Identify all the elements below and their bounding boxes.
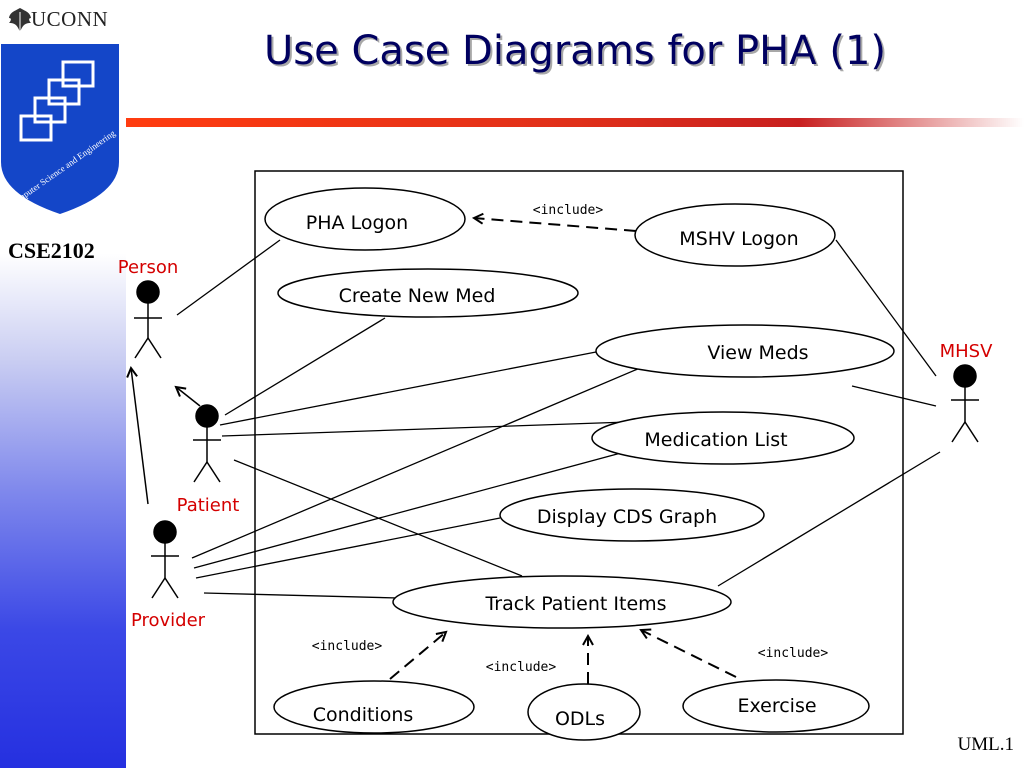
cse-logo: Computer Science and Engineering xyxy=(1,44,121,216)
label-exercise: Exercise xyxy=(737,695,816,717)
use-case-odls xyxy=(527,683,641,741)
slide-title: Use Case Diagrams for PHA (1) xyxy=(264,28,886,74)
actor-mhsv xyxy=(951,364,979,443)
label-track-patient-items: Track Patient Items xyxy=(484,593,666,615)
label-medication-list: Medication List xyxy=(644,429,787,451)
use-case-medication-list xyxy=(591,411,855,465)
assoc-provider-view-meds xyxy=(191,367,641,559)
association-lines xyxy=(176,239,941,599)
assoc-patient-view-meds xyxy=(219,351,597,426)
include-arrows xyxy=(389,218,737,684)
include-label-mshv: <include> xyxy=(533,203,604,218)
label-display-cds-graph: Display CDS Graph xyxy=(537,506,717,528)
actor-label-provider: Provider xyxy=(131,610,206,631)
assoc-mhsv-mshv-logon xyxy=(835,239,937,377)
assoc-patient-create-new-med xyxy=(224,317,386,416)
label-odls: ODLs xyxy=(555,708,605,730)
uconn-wordmark: UCONN xyxy=(31,7,109,31)
assoc-provider-track-patient-items xyxy=(203,592,399,599)
actor-patient xyxy=(193,404,221,483)
actor-label-patient: Patient xyxy=(177,495,240,516)
course-code: CSE2102 xyxy=(8,238,95,263)
assoc-person-pha-logon xyxy=(176,239,281,316)
actor-person xyxy=(134,280,162,359)
label-pha-logon: PHA Logon xyxy=(306,212,408,234)
assoc-provider-display-cds-graph xyxy=(195,517,501,579)
include-label-exercise: <include> xyxy=(758,646,829,661)
label-create-new-med: Create New Med xyxy=(339,285,496,307)
generalization-arrows xyxy=(131,368,201,505)
assoc-provider-medication-list xyxy=(193,449,633,569)
include-label-conditions: <include> xyxy=(312,639,383,654)
use-case-pha-logon xyxy=(264,187,466,251)
oak-leaf-icon xyxy=(9,8,31,32)
slide-footer: UML.1 xyxy=(957,734,1014,755)
include-arrow-mshv-to-pha xyxy=(474,218,637,232)
label-view-meds: View Meds xyxy=(707,342,808,364)
use-case-create-new-med xyxy=(277,268,579,318)
patient-generalizes-person xyxy=(176,387,201,407)
label-conditions: Conditions xyxy=(313,704,414,726)
label-mshv-logon: MSHV Logon xyxy=(679,228,798,250)
use-case-mshv-logon xyxy=(634,203,836,267)
title-underline-bar xyxy=(126,118,1024,127)
include-label-odls: <include> xyxy=(486,660,557,675)
use-case-view-meds xyxy=(595,324,895,378)
actor-provider xyxy=(151,520,179,599)
include-arrow-conditions xyxy=(389,632,446,680)
use-case-conditions xyxy=(273,680,475,734)
actor-label-person: Person xyxy=(118,257,179,278)
use-case-exercise xyxy=(682,679,870,733)
uconn-logo xyxy=(5,6,123,34)
provider-generalizes-person xyxy=(131,368,149,505)
assoc-mhsv-track-patient-items xyxy=(717,451,941,587)
assoc-patient-medication-list xyxy=(221,421,629,437)
use-case-display-cds-graph xyxy=(499,488,765,542)
assoc-mhsv-view-meds xyxy=(851,385,937,407)
include-arrow-exercise xyxy=(641,630,737,678)
use-case-track-patient-items xyxy=(392,575,732,629)
actor-label-mhsv: MHSV xyxy=(940,341,993,362)
